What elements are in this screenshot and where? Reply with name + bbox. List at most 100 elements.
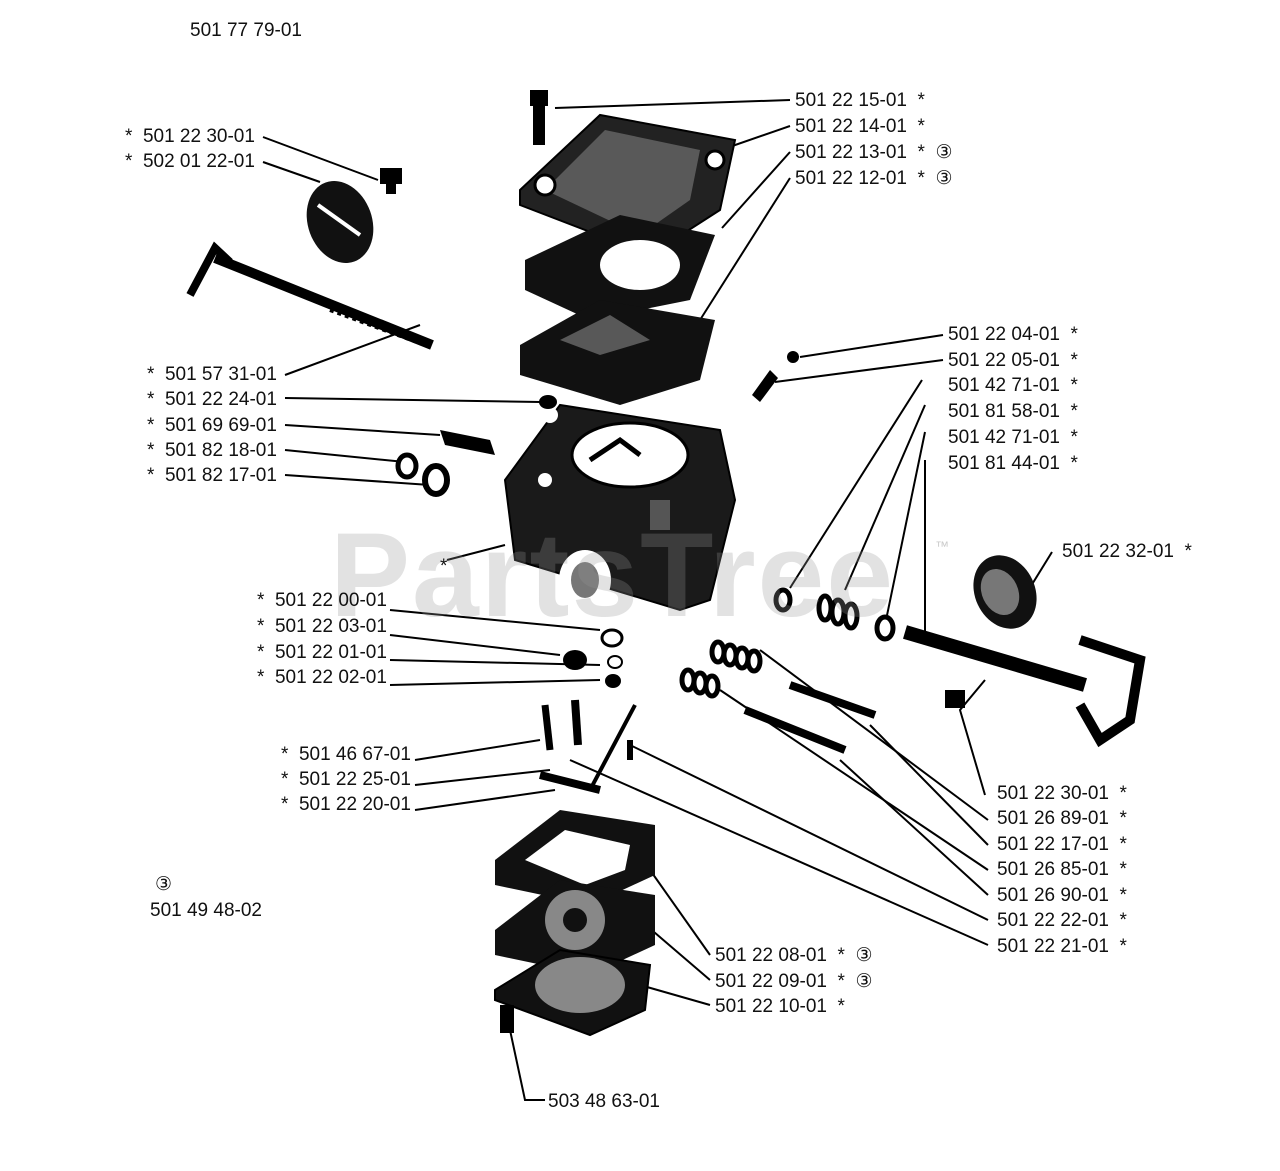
- part-label: 501 22 15-01 *: [795, 90, 925, 111]
- part-label: * 501 82 17-01: [147, 465, 277, 486]
- needle-spring-1: [709, 639, 763, 674]
- part-label: 501 42 71-01 *: [948, 427, 1078, 448]
- small-spring: [752, 370, 778, 402]
- part-label: 501 22 13-01 * ③: [795, 142, 953, 163]
- leader-line: [389, 634, 561, 656]
- leader-line: [262, 136, 379, 181]
- clip: [607, 655, 623, 669]
- leader-line: [789, 379, 923, 589]
- footnote-part: 501 49 48-02: [150, 900, 262, 921]
- cap-small: [539, 395, 557, 409]
- part-label: 501 26 85-01 *: [997, 859, 1127, 880]
- part-label: * 501 82 18-01: [147, 440, 277, 461]
- plug: [563, 650, 587, 670]
- leader-line: [414, 739, 541, 761]
- leader-line: [629, 744, 989, 921]
- washer-1: [395, 452, 419, 480]
- adjust-needle-1: [788, 681, 877, 719]
- part-label: * 501 46 67-01: [281, 744, 411, 765]
- part-label: 501 22 22-01 *: [997, 910, 1127, 931]
- part-label: 501 22 21-01 *: [997, 936, 1127, 957]
- bottom-screw: [500, 1005, 514, 1033]
- part-label: * 502 01 22-01: [125, 151, 255, 172]
- part-label: * 501 22 30-01: [125, 126, 255, 147]
- spring-b: [816, 593, 860, 631]
- leader-line: [799, 334, 944, 358]
- part-label: 501 81 58-01 *: [948, 401, 1078, 422]
- left-knob-screw: [380, 168, 402, 194]
- part-label: 501 22 04-01 *: [948, 324, 1078, 345]
- leader-line: [869, 724, 989, 846]
- part-label: 503 48 63-01: [548, 1091, 660, 1112]
- part-label: * 501 69 69-01: [147, 415, 277, 436]
- leader-line: [284, 424, 441, 436]
- part-label: 501 22 12-01 * ③: [795, 168, 953, 189]
- leader-line: [446, 544, 506, 561]
- spring-a: [773, 587, 793, 613]
- part-label: * 501 22 03-01: [257, 616, 387, 637]
- leader-line: [284, 474, 431, 486]
- right-knob-screw: [945, 690, 965, 708]
- adjust-needle-2: [743, 706, 847, 754]
- part-label: 501 22 10-01 *: [715, 996, 845, 1017]
- body-star: *: [440, 556, 448, 577]
- leader-line: [839, 759, 989, 896]
- pump-cover: [519, 113, 737, 257]
- part-label: 501 26 89-01 *: [997, 808, 1127, 829]
- part-label: * 501 22 02-01: [257, 667, 387, 688]
- leader-line: [554, 99, 791, 109]
- part-label: 501 22 17-01 *: [997, 834, 1127, 855]
- diagram-number: 501 77 79-01: [190, 20, 302, 41]
- footnote-symbol: ③: [155, 874, 173, 895]
- leader-line: [958, 679, 986, 796]
- part-label: 501 22 30-01 *: [997, 783, 1127, 804]
- right-knob: [973, 555, 1037, 629]
- washer-2: [422, 463, 450, 497]
- leader-line: [509, 1029, 545, 1101]
- part-label: 501 42 71-01 *: [948, 375, 1078, 396]
- leader-line: [699, 177, 791, 321]
- leader-line: [844, 404, 926, 591]
- part-label: 501 81 44-01 *: [948, 453, 1078, 474]
- leader-line: [414, 769, 551, 786]
- pins: [539, 699, 637, 794]
- leader-line: [414, 789, 556, 811]
- part-label: 501 26 90-01 *: [997, 885, 1127, 906]
- throttle-shaft-right: [903, 625, 1146, 748]
- leader-line: [284, 397, 541, 403]
- needle-spring-2: [679, 667, 721, 699]
- leader-line: [774, 359, 944, 383]
- part-label: 501 22 08-01 * ③: [715, 945, 873, 966]
- part-label: * 501 22 25-01: [281, 769, 411, 790]
- leader-line: [759, 649, 989, 821]
- o-ring: [600, 628, 624, 648]
- part-label: * 501 57 31-01: [147, 364, 277, 385]
- metering-gasket: [495, 810, 655, 905]
- leader-line: [284, 449, 406, 463]
- leader-line: [649, 869, 711, 956]
- leader-line: [884, 431, 926, 626]
- leader-line: [389, 609, 601, 631]
- throttle-shaft-left: [186, 241, 434, 350]
- fitting: [440, 430, 495, 455]
- part-label: * 501 22 00-01: [257, 590, 387, 611]
- leader-line: [639, 984, 711, 1006]
- part-label: 501 22 05-01 *: [948, 350, 1078, 371]
- leader-line: [569, 759, 989, 946]
- leader-line: [721, 151, 791, 229]
- metering-cover: [494, 948, 652, 1037]
- top-screw: [530, 90, 548, 145]
- inlet-needle: [605, 674, 621, 688]
- part-label: * 501 22 01-01: [257, 642, 387, 663]
- metering-diaphragm: [495, 880, 655, 975]
- part-label: * 501 22 20-01: [281, 794, 411, 815]
- part-label: 501 22 09-01 * ③: [715, 971, 873, 992]
- pump-gasket: [520, 300, 715, 405]
- left-knob: [306, 181, 374, 263]
- check-ball: [787, 351, 799, 363]
- leader-line: [262, 161, 321, 183]
- part-label: * 501 22 24-01: [147, 389, 277, 410]
- part-label: 501 22 14-01 *: [795, 116, 925, 137]
- part-label: 501 22 32-01 *: [1062, 541, 1192, 562]
